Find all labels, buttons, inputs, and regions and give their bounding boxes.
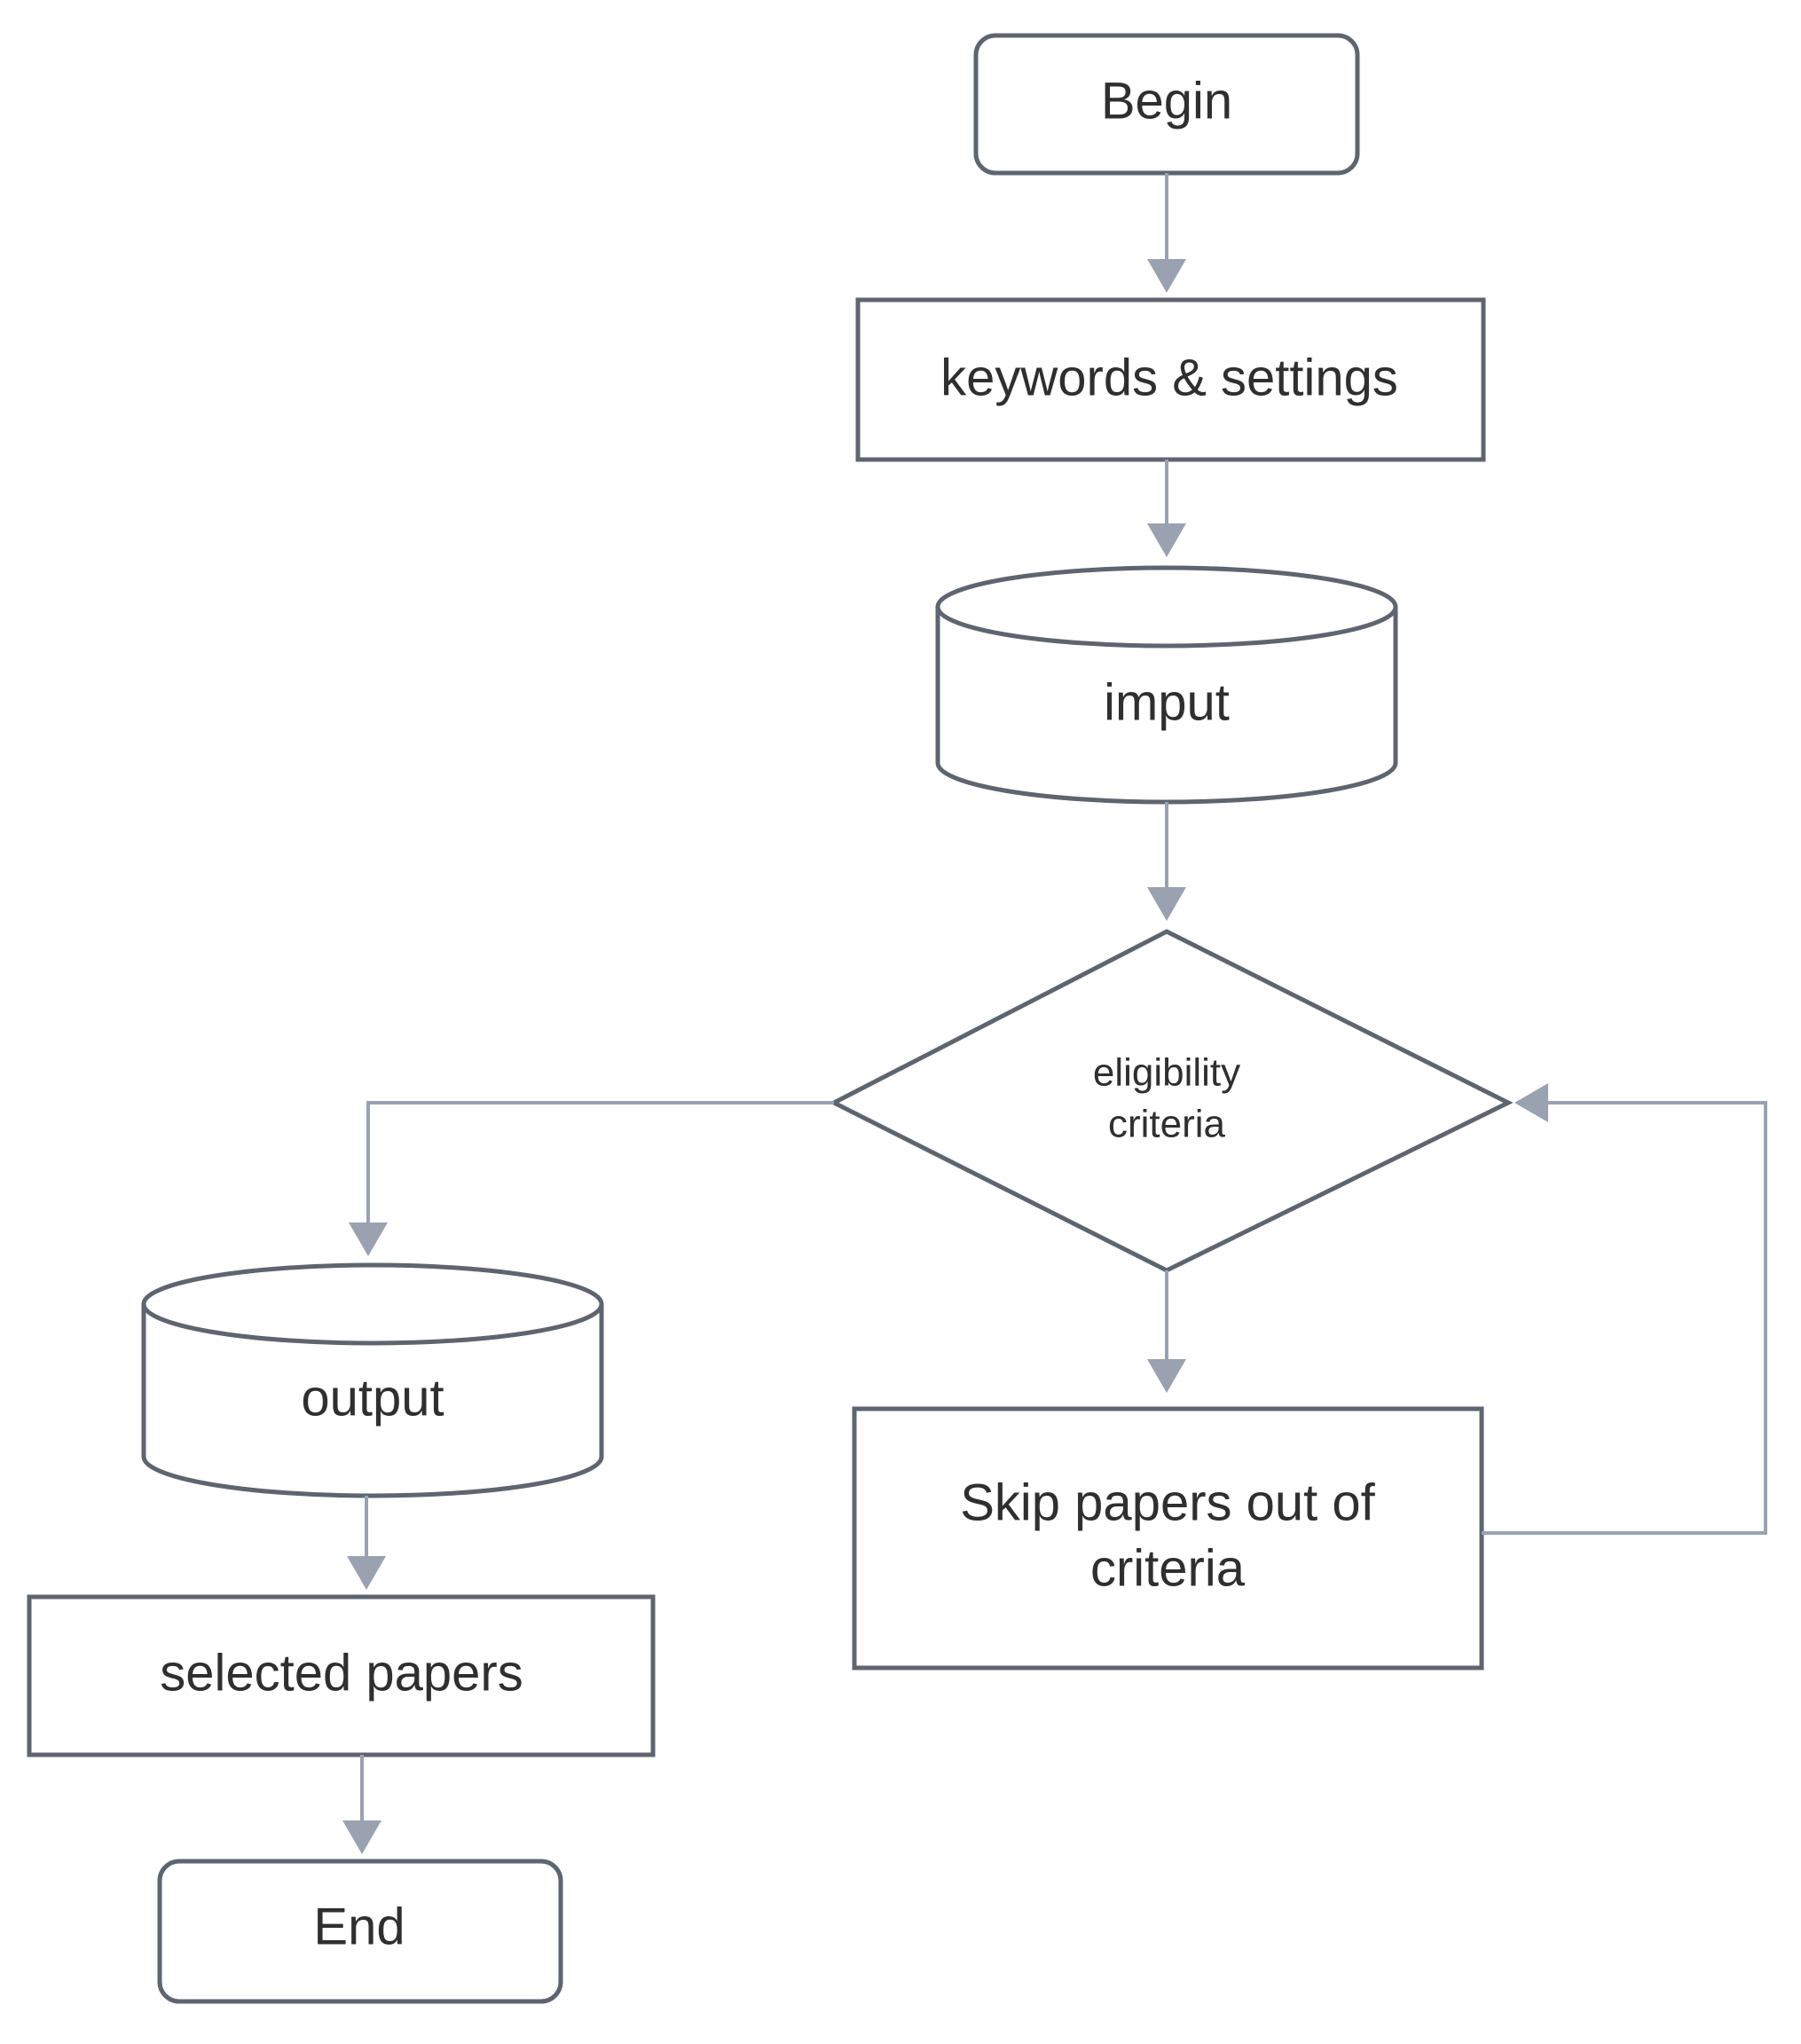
output-database-label: output	[301, 1369, 444, 1427]
eligibility-decision-shape	[829, 929, 1514, 1273]
end-node-label: End	[313, 1898, 405, 1955]
selected-papers-shape	[27, 1594, 656, 1757]
selected-papers-label: selected papers	[160, 1644, 523, 1702]
output-database-node: output	[141, 1262, 604, 1498]
begin-node: Begin	[973, 33, 1360, 176]
eligibility-decision-label-line2: criteria	[1108, 1103, 1226, 1146]
output-database-body	[141, 1262, 604, 1498]
skip-papers-label-line1: Skip papers out of	[960, 1474, 1375, 1531]
input-database-label: imput	[1104, 673, 1230, 731]
end-node-shape	[157, 1859, 563, 2004]
skip-papers-node: Skip papers out of criteria	[852, 1406, 1484, 1671]
connector-skip-loop-to-decision	[1482, 1101, 1767, 1535]
input-database-body	[935, 565, 1398, 805]
arrowhead-skip-loop-to-decision	[1514, 1083, 1548, 1122]
skip-papers-shape	[852, 1406, 1484, 1671]
arrowhead-keywords-to-input	[1147, 523, 1186, 557]
skip-papers-label-line2: criteria	[1090, 1539, 1246, 1597]
eligibility-decision-label-line1: eligibility	[1093, 1051, 1240, 1095]
arrowhead-selected-to-end	[342, 1820, 381, 1854]
keywords-settings-shape	[855, 297, 1486, 462]
selected-papers-node: selected papers	[27, 1594, 656, 1757]
arrowhead-output-to-selected	[347, 1556, 386, 1590]
arrowhead-begin-to-keywords	[1147, 259, 1186, 293]
input-database-node: imput	[935, 565, 1398, 805]
input-database-rim	[935, 606, 1398, 649]
arrowhead-decision-to-output	[349, 1222, 388, 1256]
arrowhead-decision-to-skip	[1147, 1359, 1186, 1393]
end-node: End	[157, 1859, 563, 2004]
begin-node-label: Begin	[1101, 72, 1232, 130]
output-database-rim	[141, 1303, 604, 1346]
keywords-settings-label: keywords & settings	[940, 349, 1398, 406]
keywords-settings-node: keywords & settings	[855, 297, 1486, 462]
eligibility-decision-node: eligibility criteria	[829, 929, 1514, 1273]
connector-decision-to-output	[366, 1101, 834, 1222]
arrowhead-input-to-decision	[1147, 887, 1186, 921]
